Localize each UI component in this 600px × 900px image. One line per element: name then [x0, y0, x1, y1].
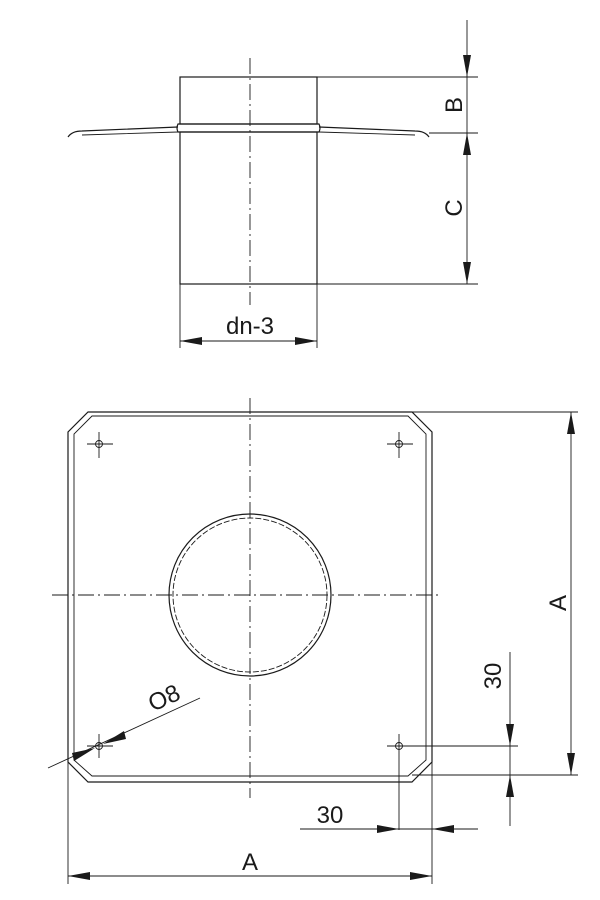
flange-plate-lower [81, 131, 416, 136]
dim-c-label: C [441, 199, 468, 216]
mounting-hole-bottom-left [87, 734, 113, 758]
pipe-lower [179, 131, 318, 285]
arrow-dn-right [295, 337, 317, 345]
plan-view: O8 A 30 30 A [47, 398, 578, 884]
arrow-30-v-top [506, 724, 514, 746]
arrow-a-v-bottom [567, 753, 575, 775]
arrow-30-h-left [377, 825, 399, 833]
arrow-dn-left [180, 337, 202, 345]
side-view: B C dn-3 [67, 20, 478, 348]
dim-30-horizontal-label: 30 [317, 802, 344, 829]
pipe-opening-outer [168, 513, 332, 677]
dim-b-label: B [441, 97, 468, 113]
arrow-c-top [463, 133, 471, 155]
plate-outer [67, 411, 433, 783]
arrow-hole-a [72, 748, 95, 761]
arrow-hole-b [103, 731, 126, 744]
pipe-opening-inner [172, 517, 328, 673]
arrow-30-v-bottom [506, 775, 514, 797]
dim-30-vertical-label: 30 [480, 663, 507, 690]
pipe-upper [179, 76, 318, 125]
arrow-a-h-right [410, 872, 432, 880]
dim-dn-label: dn-3 [226, 313, 274, 340]
dim-a-vertical-label: A [545, 595, 572, 611]
arrow-a-v-top [567, 412, 575, 434]
arrow-b-top [463, 55, 471, 77]
mounting-hole-top-right [387, 432, 413, 458]
arrow-a-h-left [68, 872, 90, 880]
mounting-hole-top-left [87, 432, 113, 458]
dim-a-horizontal-label: A [242, 849, 258, 876]
arrow-c-bottom [463, 262, 471, 284]
plate-inner [73, 415, 427, 777]
pipe-collar [176, 123, 321, 133]
arrow-30-h-right [432, 825, 454, 833]
flange-plate [67, 126, 430, 138]
dim-hole-label: O8 [144, 679, 184, 717]
